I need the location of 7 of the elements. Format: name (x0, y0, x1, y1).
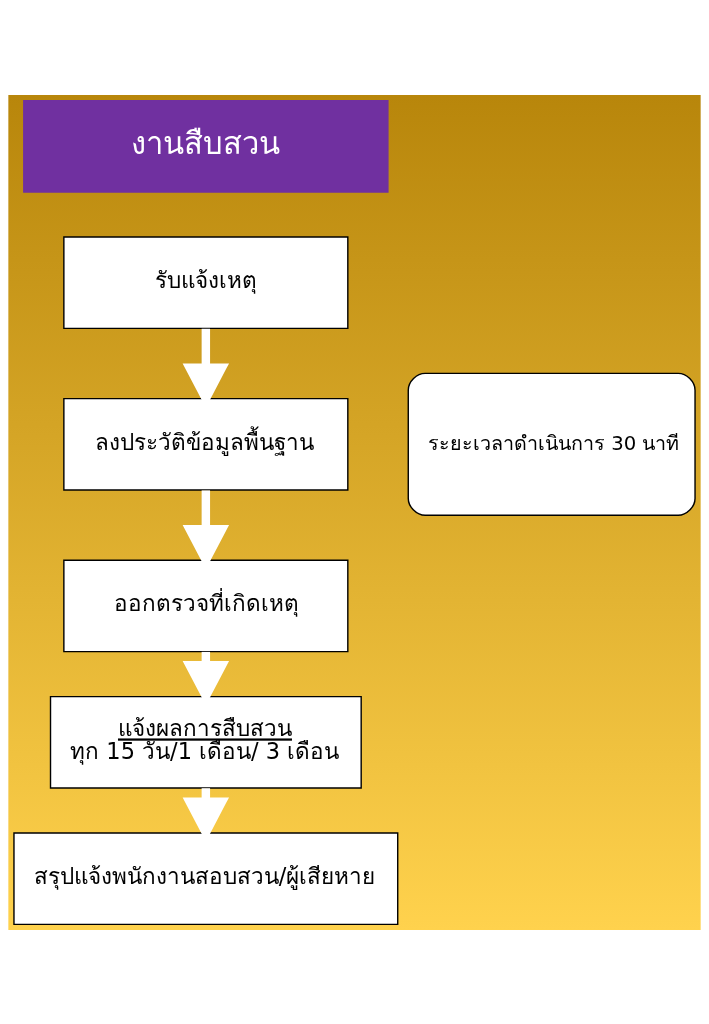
node-box: ลงประวัติข้อมูลพื้นฐาน (63, 397, 349, 491)
node-box: งานสืบสวน (23, 99, 389, 193)
node-box: ระยะเวลาดำเนินการ 30 นาที (407, 372, 696, 516)
node-box: ออกตรวจที่เกิดเหตุ (63, 559, 349, 652)
node-box: แจ้งผลการสืบสวน ทุก 15 วัน/1 เดือน/ 3 เดือน (49, 695, 362, 789)
node-box: รับแจ้งเหตุ (63, 235, 349, 329)
node-box: สรุปแจ้งพนักงานสอบสวน/ผู้เสียหาย (13, 831, 399, 925)
